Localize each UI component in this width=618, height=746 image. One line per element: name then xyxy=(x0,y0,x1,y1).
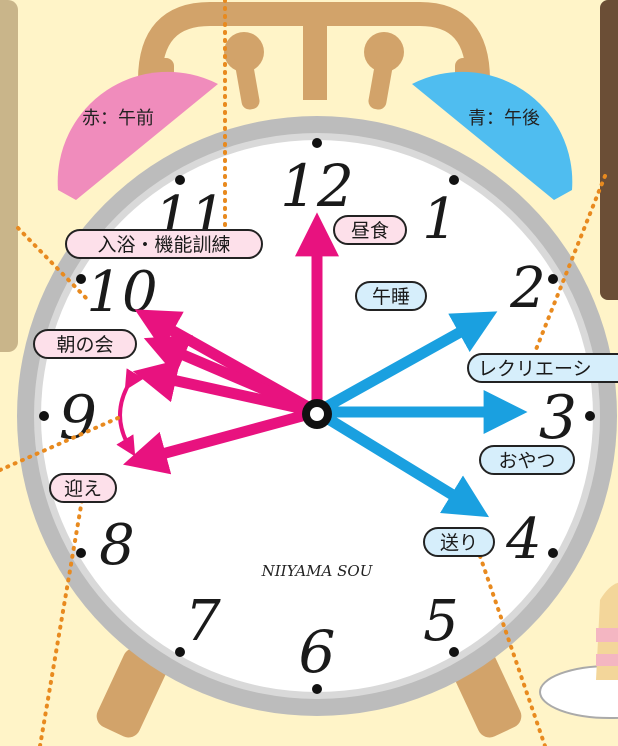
clock-number-2: 2 xyxy=(509,256,546,321)
label-lunch: 昼食 xyxy=(333,215,407,245)
clock-number-7: 7 xyxy=(185,589,221,654)
cake-illustration xyxy=(539,582,618,719)
hour-dots xyxy=(39,138,595,694)
label-dropoff: 送り xyxy=(423,527,495,557)
clock-number-12: 12 xyxy=(280,152,354,220)
am-arrows xyxy=(123,212,339,475)
clock-number-5: 5 xyxy=(423,589,459,654)
am-range-arrow xyxy=(116,368,144,457)
clock-number-6: 6 xyxy=(299,618,336,686)
label-recreation: レクリエーシ xyxy=(467,353,618,383)
svg-text:レクリエーシ: レクリエーシ xyxy=(478,358,592,380)
pm-arrows xyxy=(311,311,528,518)
clock-number-3: 3 xyxy=(539,383,577,453)
label-snack: おやつ xyxy=(479,445,575,475)
svg-text:午睡: 午睡 xyxy=(372,286,410,308)
label-nap: 午睡 xyxy=(355,281,427,311)
left-leg xyxy=(96,647,167,738)
left-bell xyxy=(57,71,218,200)
svg-text:朝の会: 朝の会 xyxy=(56,334,113,356)
svg-text:迎え: 迎え xyxy=(64,478,102,500)
clock-number-1: 1 xyxy=(422,187,458,252)
right-photo xyxy=(600,0,618,300)
svg-text:昼食: 昼食 xyxy=(351,220,389,242)
svg-text:入浴・機能訓練: 入浴・機能訓練 xyxy=(97,234,230,256)
svg-text:おやつ: おやつ xyxy=(498,450,555,472)
am-arrow-840 xyxy=(123,406,323,475)
bell-label-am: 赤：午前 xyxy=(82,108,154,129)
bell-label-pm: 青：午後 xyxy=(468,108,540,129)
pm-arrow-210 xyxy=(311,311,498,418)
label-morning-meeting: 朝の会 xyxy=(33,329,137,359)
am-arrow-915 xyxy=(132,359,323,418)
pm-arrow-350 xyxy=(311,406,490,518)
brand-text: NIIYAMA SOU xyxy=(261,562,374,580)
clock-number-8: 8 xyxy=(99,513,135,578)
clock-number-4: 4 xyxy=(505,507,542,572)
label-pickup: 迎え xyxy=(49,473,117,503)
right-bell xyxy=(412,71,573,200)
left-photo xyxy=(0,0,18,352)
label-bath: 入浴・機能訓練 xyxy=(65,229,263,259)
svg-text:送り: 送り xyxy=(440,532,478,554)
